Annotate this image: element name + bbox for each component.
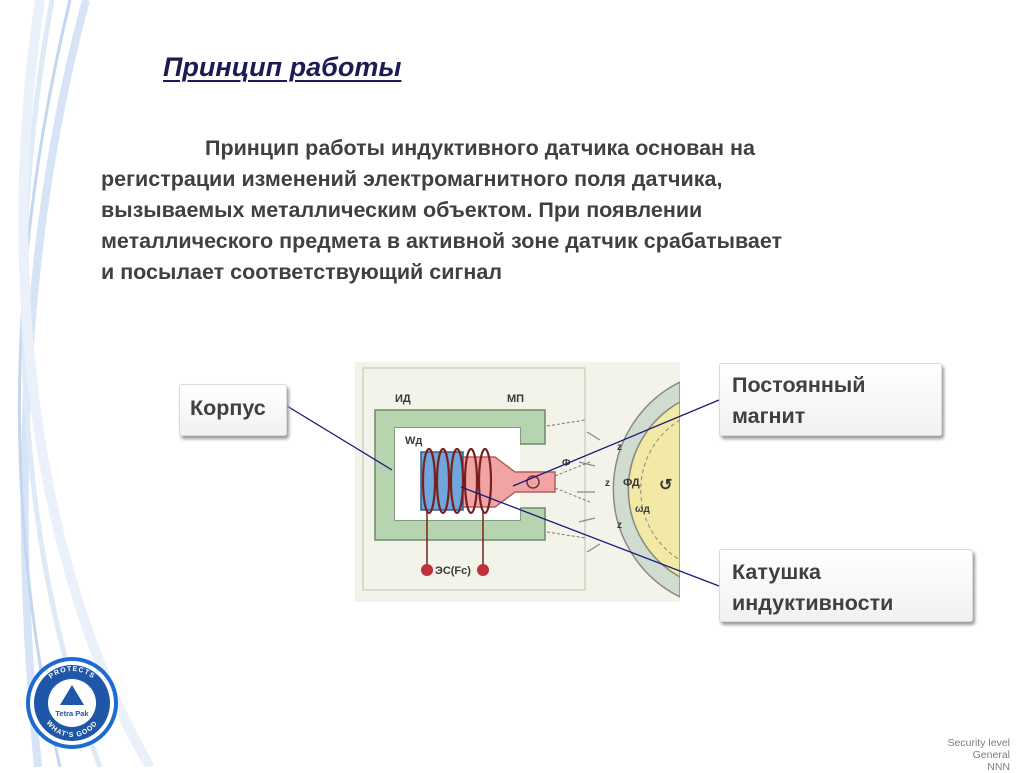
callout-magnet-line: магнит	[732, 404, 806, 428]
callout-housing-text: Корпус	[190, 396, 266, 420]
body-line: металлического предмета в активной зоне …	[101, 229, 783, 253]
callout-coil-line: Катушка	[732, 560, 822, 584]
coil-windings	[421, 447, 493, 515]
callout-coil-line: индуктивности	[732, 591, 894, 615]
security-under: NNN	[987, 761, 1010, 773]
label-mp: МП	[507, 393, 524, 405]
security-value: General	[972, 749, 1010, 761]
callout-magnet-line: Постоянный	[732, 373, 866, 397]
body-line: вызываемых металлическим объектом. При п…	[101, 198, 703, 222]
rotation-arrow-icon: ↺	[659, 477, 672, 494]
callout-housing: Корпус	[179, 384, 287, 436]
label-wd: Wд	[405, 435, 422, 447]
label-z: z	[617, 520, 622, 531]
body-line: и посылает соответствующий сигнал	[101, 260, 502, 284]
body-line: регистрации изменений электромагнитного …	[101, 167, 723, 191]
slide-body-text: Принцип работы индуктивного датчика осно…	[101, 133, 931, 288]
inductive-sensor-diagram: ИД МП Wд ЭС(Fc) ФД ωд Ф z z z ↺	[355, 362, 680, 602]
tetra-triangle-icon	[60, 685, 84, 705]
callout-permanent-magnet: Постоянный магнит	[719, 363, 942, 436]
label-z: z	[605, 478, 610, 489]
security-label: Security level	[947, 737, 1010, 749]
tetra-pak-logo: PROTECTS WHAT'S GOOD Tetra Pak	[26, 657, 118, 749]
label-phi: Ф	[562, 458, 571, 469]
label-z: z	[617, 442, 622, 453]
label-fd: ФД	[623, 477, 640, 489]
body-line: Принцип работы индуктивного датчика осно…	[205, 136, 755, 160]
security-level: Security level General NNN	[948, 737, 1010, 773]
callout-inductance-coil: Катушка индуктивности	[719, 549, 973, 622]
coil-body	[420, 451, 464, 511]
label-es: ЭС(Fc)	[435, 565, 471, 577]
label-id: ИД	[395, 393, 411, 405]
logo-brand: Tetra Pak	[55, 709, 89, 718]
slide-title: Принцип работы	[163, 52, 402, 82]
label-omega: ωд	[635, 504, 650, 515]
